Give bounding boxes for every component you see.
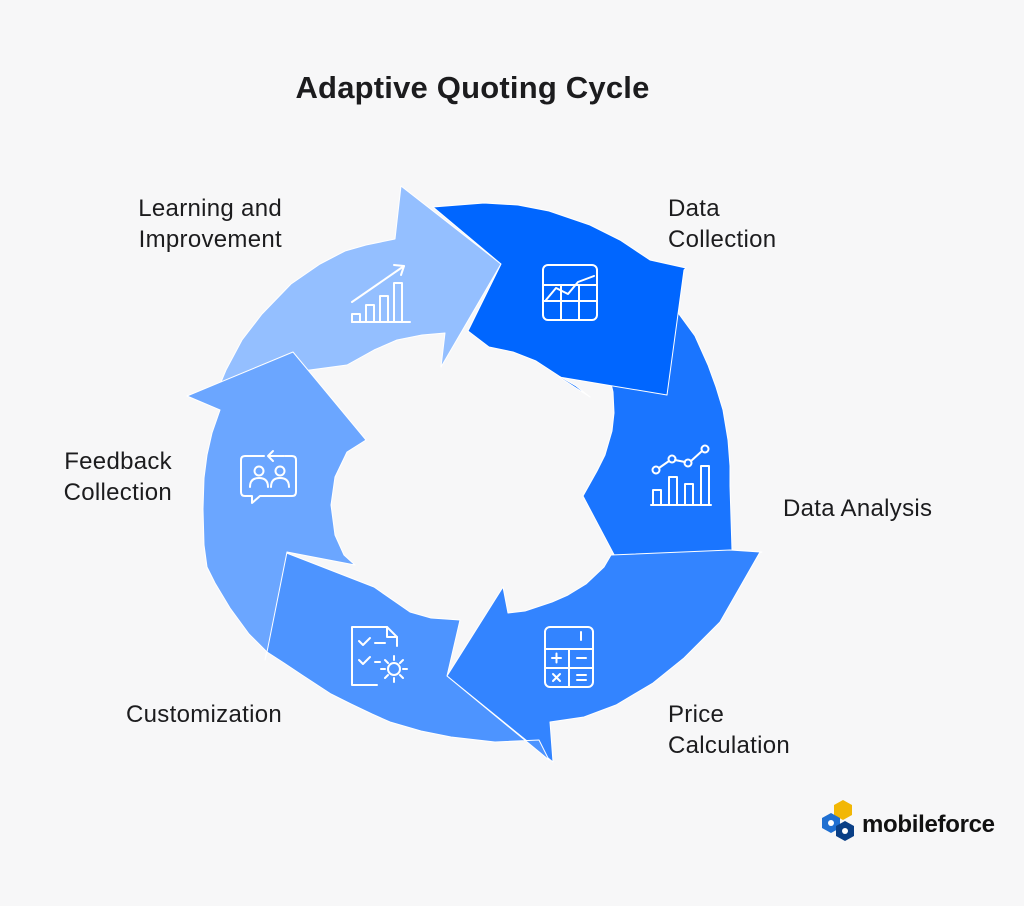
stage-label-learning-and-improvement: Learning and Improvement (138, 195, 282, 253)
stage-label-feedback-collection: Feedback Collection (63, 448, 172, 506)
checklist-gear-icon (351, 626, 408, 686)
mobileforce-logo-mark (822, 800, 854, 841)
segment-customization (264, 551, 550, 761)
stage-label-data-collection: Data Collection (668, 195, 777, 253)
segment-feedback-collection (186, 351, 367, 653)
brand-name: mobileforce (862, 811, 995, 838)
feedback-chat-icon (240, 450, 297, 504)
chart-grid-icon (542, 264, 598, 321)
stage-label-customization: Customization (126, 701, 282, 728)
analytics-chart-icon (650, 444, 712, 506)
calculator-icon (544, 626, 594, 688)
stage-label-data-analysis: Data Analysis (783, 495, 933, 522)
diagram-title: Adaptive Quoting Cycle (295, 70, 650, 105)
stage-label-price-calculation: Price Calculation (668, 701, 791, 759)
growth-chart-icon (351, 264, 411, 323)
brand-logo: mobileforce (812, 802, 995, 848)
segment-learning-and-improvement (220, 185, 502, 383)
segment-price-calculation (446, 549, 761, 763)
